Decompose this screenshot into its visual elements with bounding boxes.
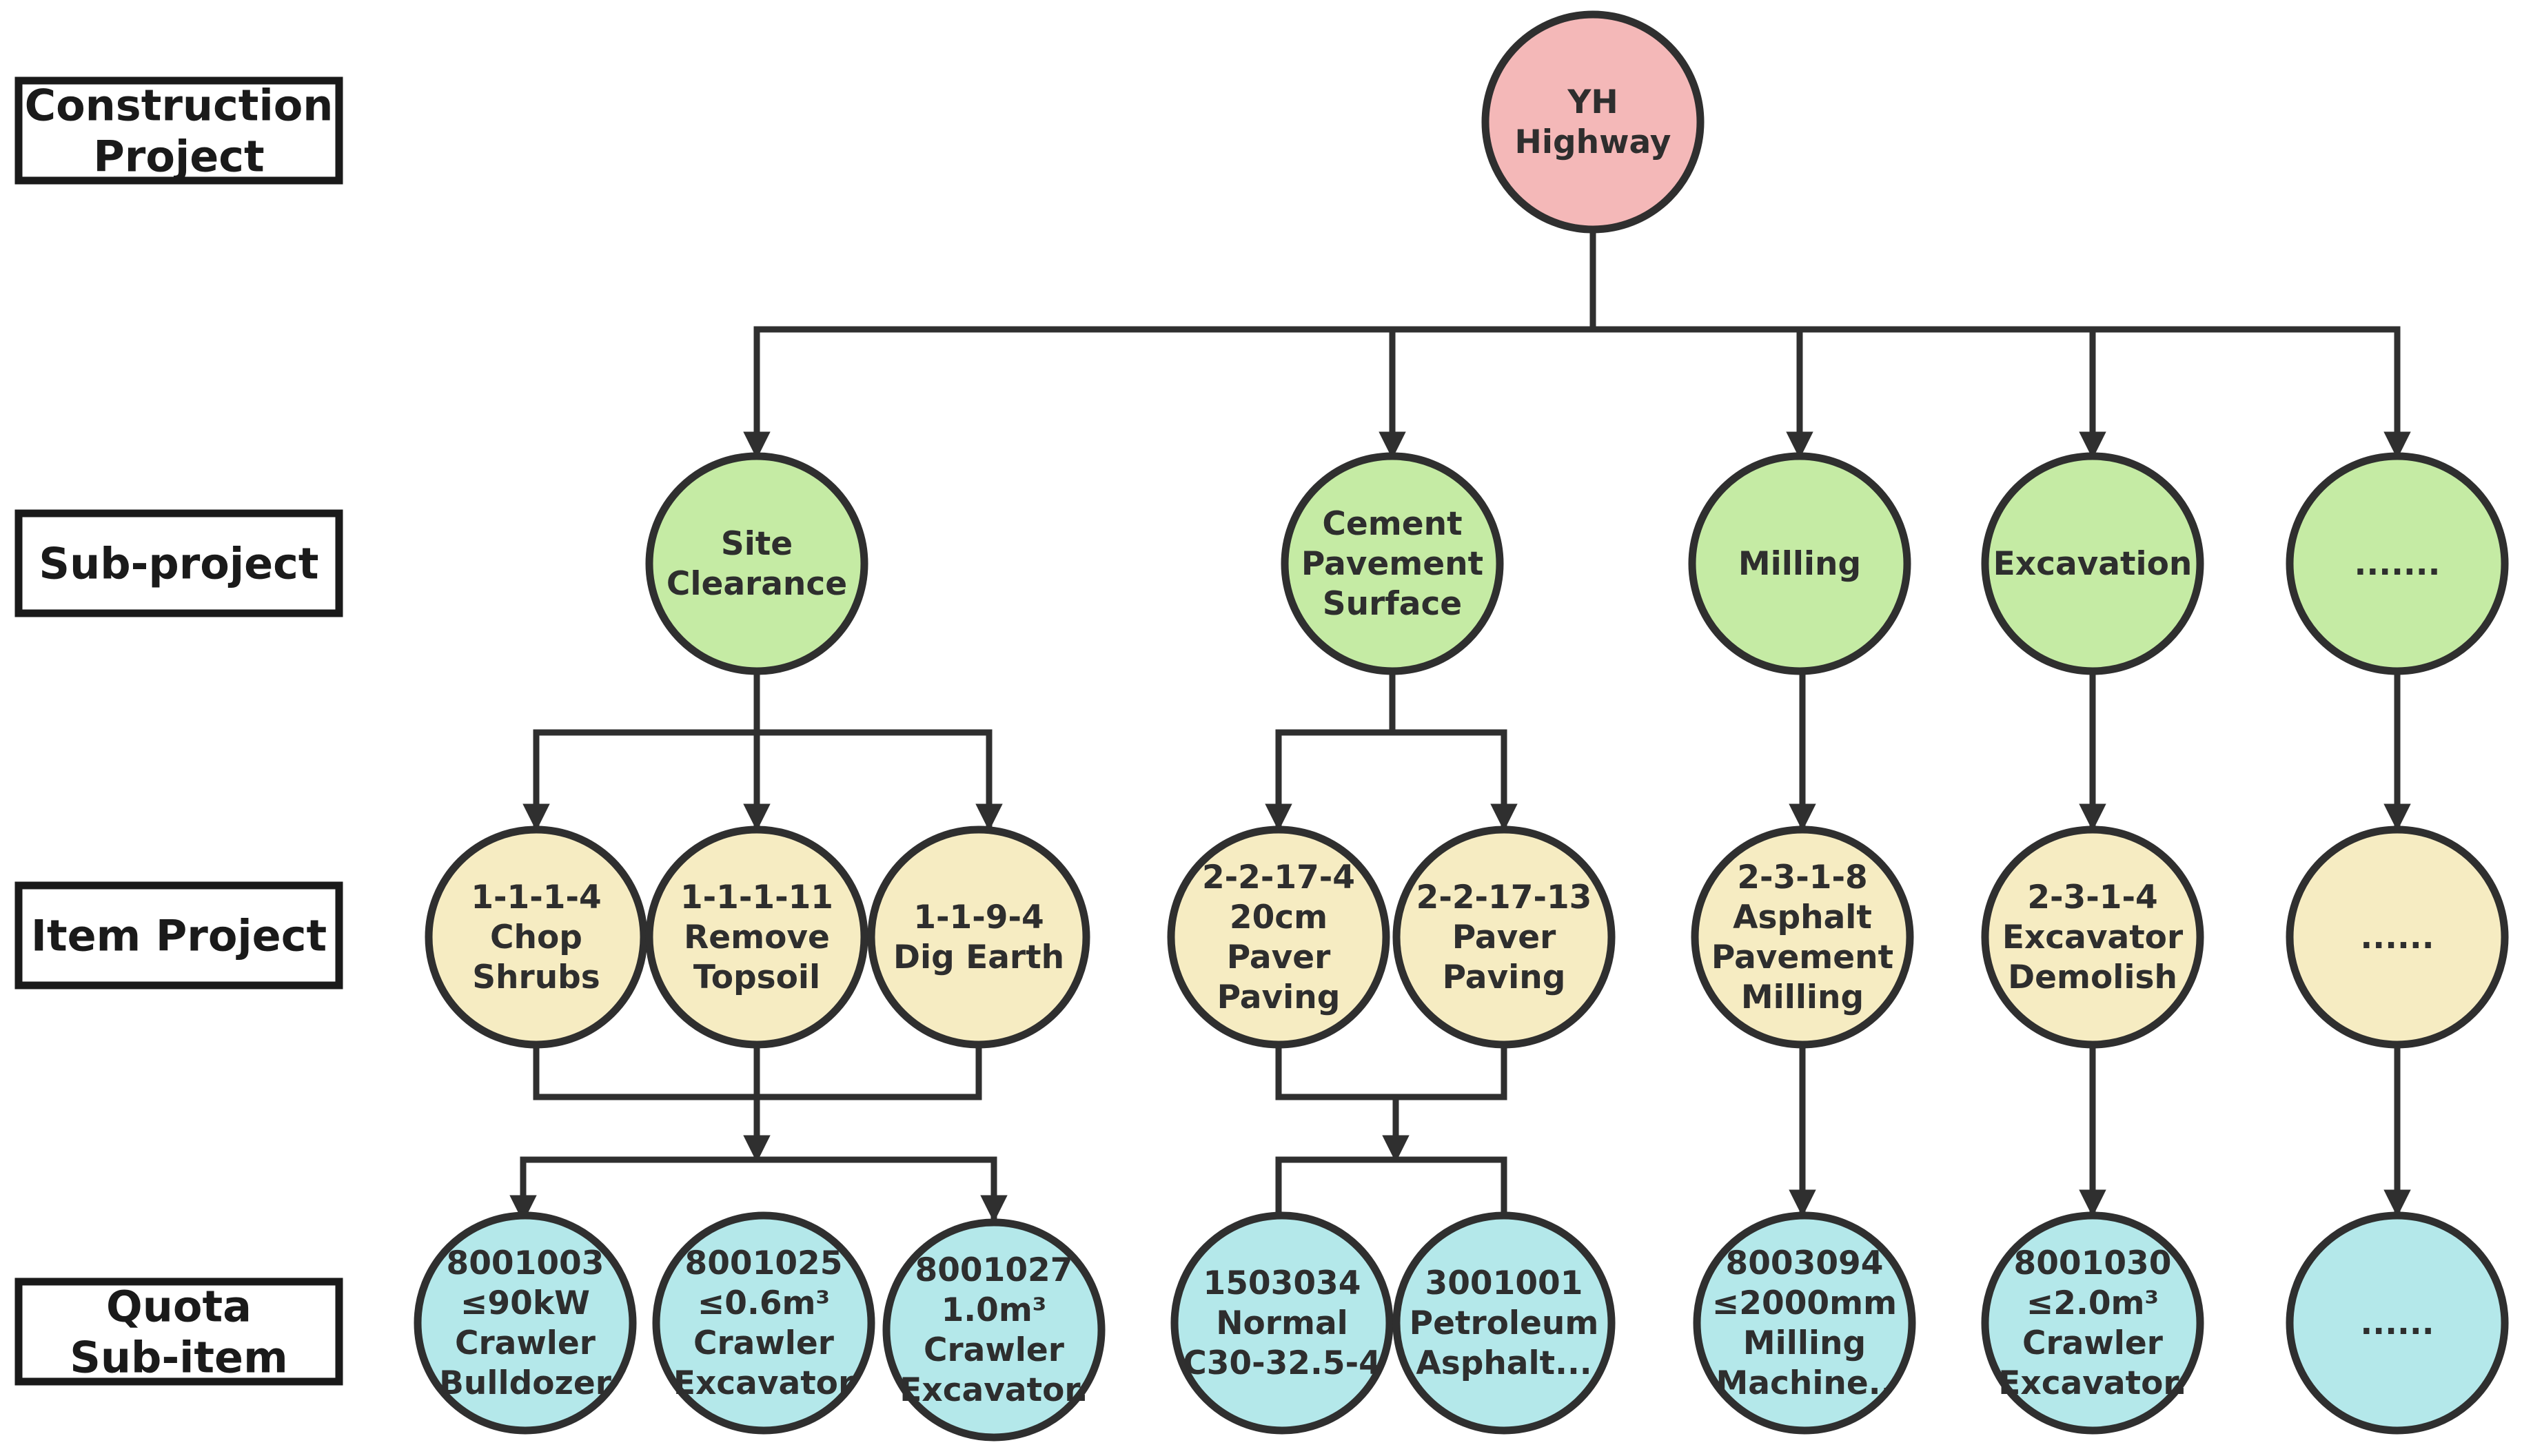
node-label: Excavation [1993,545,2193,583]
node-circle [882,1218,1106,1442]
node-circle [1281,452,1504,675]
node-circle [1981,1211,2204,1435]
node-label: ....... [2355,545,2441,583]
node-circle [1981,826,2204,1049]
node-circle [645,452,868,675]
level-label-text: Sub-project [39,538,318,588]
node-circle [425,826,648,1049]
node-circle [1981,452,2204,675]
node-circle [867,826,1090,1049]
node-circle [1693,1211,1916,1435]
node-circle [1691,826,1914,1049]
node-quota-sub-item-more: ...... [2286,1211,2509,1435]
node-item-project-more: ...... [2286,826,2509,1049]
node-milling: Milling [1688,452,1911,675]
node-excavation: Excavation [1981,452,2204,675]
node-sub-project-more: ....... [2286,452,2509,675]
node-circle [652,1211,875,1435]
node-circle [1392,826,1616,1049]
node-circle [2286,826,2509,1049]
node-circle [414,1211,637,1435]
node-circle [645,826,868,1049]
node-circle [1481,10,1705,234]
connector-lines [509,224,2411,1222]
level-label-sub-project: Sub-project [14,509,343,617]
node-label: Milling [1738,545,1861,583]
node-label: ...... [2360,919,2434,956]
node-label: ...... [2360,1304,2434,1342]
level-label-item-project: Item Project [14,881,343,990]
node-circle [2286,452,2509,675]
node-circle [1392,1211,1616,1435]
node-circle [1688,452,1911,675]
node-circle [1167,826,1390,1049]
node-circle [2286,1211,2509,1435]
node-circle [1170,1211,1394,1435]
level-label-text: Item Project [31,910,327,961]
